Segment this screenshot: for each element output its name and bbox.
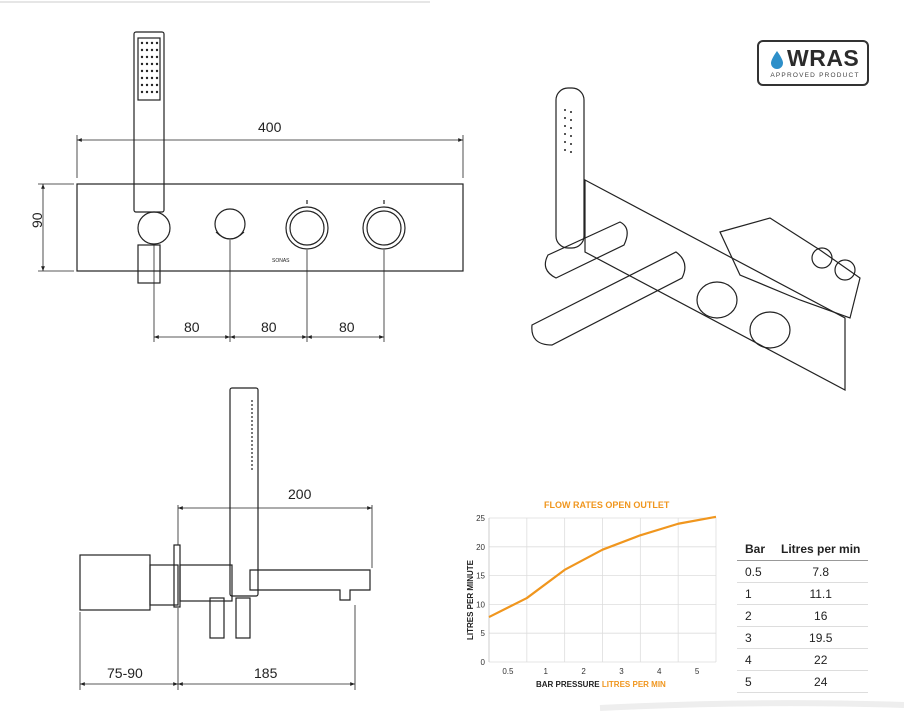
table-cell-litres: 19.5 (773, 626, 869, 649)
table-cell-bar: 0.5 (737, 560, 774, 583)
side-spout (249, 569, 371, 601)
shower-holder (137, 211, 171, 245)
table-cell-litres: 11.1 (773, 582, 869, 605)
table-cell-bar: 2 (737, 604, 774, 627)
front-dimensions (38, 135, 464, 342)
chart-series (488, 515, 717, 619)
y-tick-label: 15 (476, 572, 485, 581)
x-tick-label: 3 (619, 667, 624, 676)
chart-title: FLOW RATES OPEN OUTLET (544, 500, 670, 510)
x-tick-label: 4 (657, 667, 662, 676)
iso-holder (544, 221, 628, 279)
table-cell-bar: 5 (737, 670, 774, 693)
flow-table-header-litres: Litres per min (773, 538, 869, 561)
flow-table-header-bar: Bar (737, 538, 774, 561)
side-wall-plate (173, 544, 181, 608)
isometric-view (531, 87, 861, 391)
chart-grid (488, 517, 717, 663)
chart-y-ticks: 0 5 10 15 20 25 (476, 514, 485, 667)
y-tick-label: 20 (476, 543, 485, 552)
table-cell-bar: 3 (737, 626, 774, 649)
wras-logo-subtext: APPROVED PRODUCT (770, 72, 860, 79)
dim-spout-length: 185 (254, 665, 278, 681)
dim-spacing-2: 80 (261, 319, 277, 335)
table-cell-litres: 7.8 (773, 560, 869, 583)
table-cell-litres: 24 (773, 670, 869, 693)
side-dimensions (79, 505, 373, 690)
dim-spacing-1: 80 (184, 319, 200, 335)
table-cell-bar: 4 (737, 648, 774, 671)
iso-spout (531, 251, 686, 346)
dim-spacing-3: 80 (339, 319, 355, 335)
dim-overall-width: 400 (258, 119, 282, 135)
wras-logo-text: WRAS (787, 45, 860, 71)
hand-shower (133, 31, 165, 213)
x-tick-label: 2 (581, 667, 586, 676)
dim-wall-depth: 75-90 (107, 665, 143, 681)
iso-shower-nozzles (564, 109, 572, 153)
chart-ylabel: LITRES PER MINUTE (466, 559, 475, 640)
hand-shower-head (137, 37, 161, 101)
side-view (79, 387, 371, 639)
x-tick-label: 0.5 (502, 667, 514, 676)
chart-xlabel-part1: BAR PRESSURE (536, 680, 600, 689)
x-tick-label: 5 (695, 667, 700, 676)
y-tick-label: 25 (476, 514, 485, 523)
flow-rate-chart: FLOW RATES OPEN OUTLET 0 5 10 15 20 25 0.5 1 2 3… (466, 500, 717, 689)
temperature-knob (285, 206, 329, 250)
series-line (488, 515, 717, 619)
y-tick-label: 0 (481, 658, 486, 667)
iso-temperature-knob (696, 281, 738, 319)
y-tick-label: 5 (481, 629, 486, 638)
flow-table-header: Bar Litres per min (737, 538, 869, 561)
shower-nozzles (140, 41, 159, 94)
table-cell-litres: 22 (773, 648, 869, 671)
iso-hand-shower (555, 87, 585, 249)
front-view (76, 31, 464, 284)
iso-flow-knob (749, 311, 791, 349)
iso-valve-body (719, 217, 861, 319)
hose-connector (137, 244, 161, 284)
dim-spout-projection: 200 (288, 486, 312, 502)
water-drop-icon (771, 51, 783, 69)
y-tick-label: 10 (476, 600, 485, 609)
chart-x-ticks: 0.5 1 2 3 4 5 (502, 667, 700, 676)
chart-xlabel: BAR PRESSURE LITRES PER MIN (536, 680, 666, 689)
flow-knob (362, 206, 406, 250)
plate-brand: SONAS (272, 258, 290, 264)
wras-logo: WRAS APPROVED PRODUCT (757, 40, 869, 86)
dim-height: 90 (29, 212, 45, 228)
iso-backplate (584, 179, 846, 391)
table-cell-bar: 1 (737, 582, 774, 605)
side-valve-body (79, 554, 151, 611)
table-cell-litres: 16 (773, 604, 869, 627)
chart-xlabel-part2: LITRES PER MIN (602, 680, 666, 689)
x-tick-label: 1 (544, 667, 549, 676)
front-backplate (76, 183, 464, 272)
side-hand-shower (229, 387, 259, 597)
